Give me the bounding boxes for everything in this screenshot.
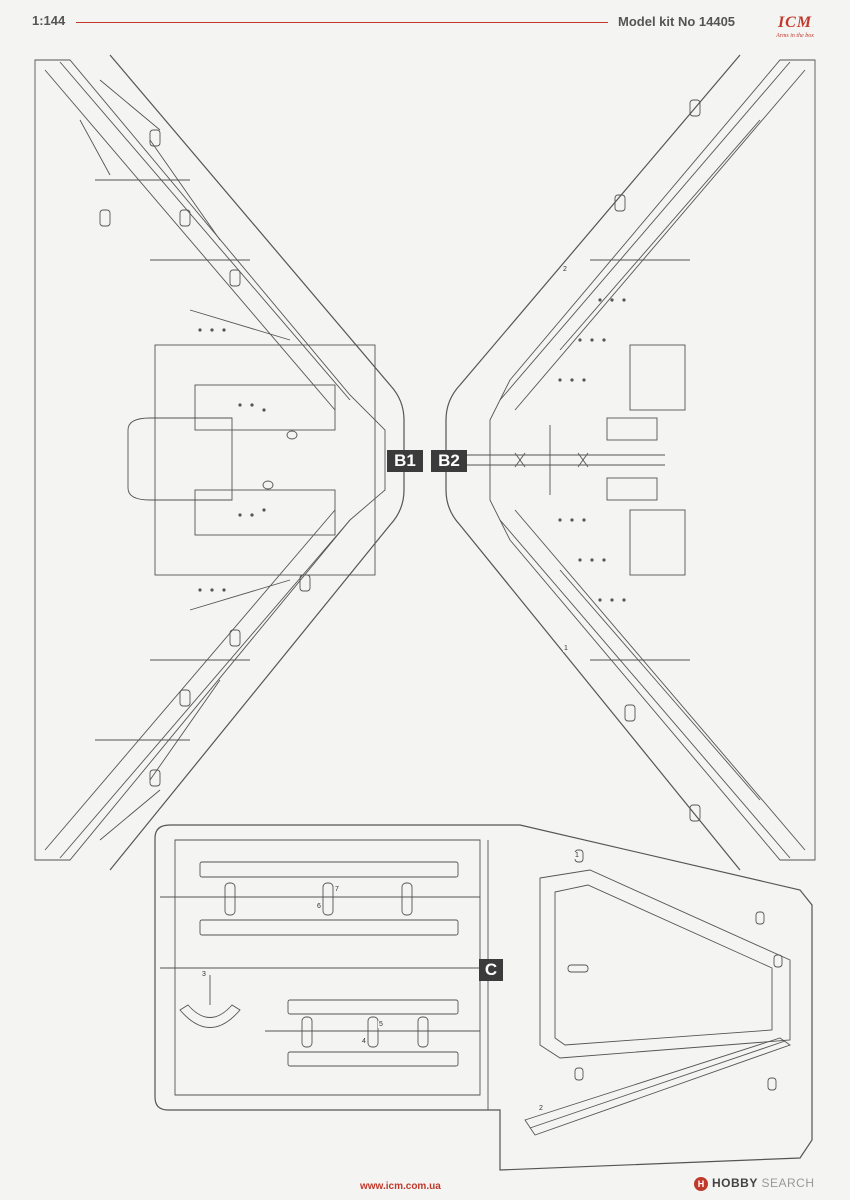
footer-url[interactable]: www.icm.com.ua [360,1181,441,1192]
logo-text: ICM [777,14,813,31]
part-number: 1 [563,645,569,652]
icm-logo: ICM Arms in the box [764,14,826,42]
scale-label: 1:144 [32,13,66,28]
hobbysearch-icon: H [694,1177,708,1191]
part-number: 6 [316,903,322,910]
kit-title: Model kit No 14405 [618,14,736,29]
header-rule [76,22,608,23]
right-wing-outline [445,54,816,871]
watermark-suffix: SEARCH [761,1176,815,1190]
part-number: 2 [538,1105,544,1112]
left-wing-outline [34,54,405,871]
part-number: 2 [562,266,568,273]
sprue-label-b1: B1 [387,450,423,472]
sprue-c-outline [154,824,813,1171]
part-number: 5 [378,1021,384,1028]
hobbysearch-watermark: H HOBBY SEARCH [694,1175,844,1195]
watermark-brand: HOBBY [712,1176,758,1190]
part-number: 3 [201,971,207,978]
part-number: 7 [334,886,340,893]
left-wing-rivets [198,328,266,592]
part-number: 4 [361,1038,367,1045]
logo-tagline: Arms in the box [776,33,814,39]
sprue-label-c: C [479,959,503,981]
sprue-label-b2: B2 [431,450,467,472]
part-number: 1 [574,852,580,859]
right-wing-rivets [558,298,626,602]
watermark-text: HOBBY SEARCH [712,1176,814,1190]
